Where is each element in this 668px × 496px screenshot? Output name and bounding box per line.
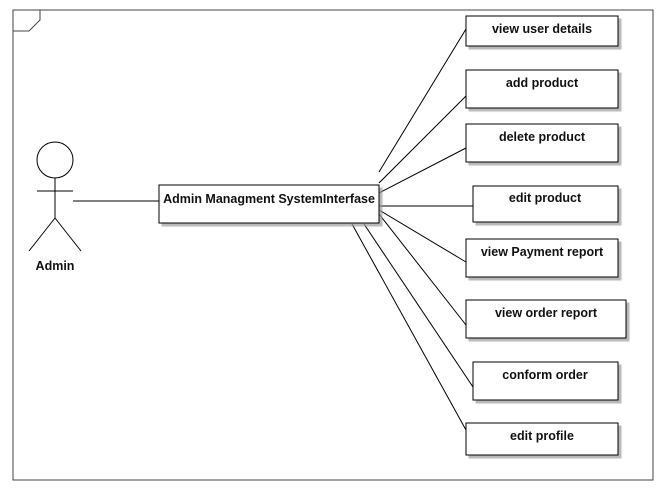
use-case-label: conform order — [502, 368, 588, 382]
line-system-to-conform-order — [363, 223, 474, 388]
use-case-label: view order report — [495, 306, 598, 320]
line-system-to-add-product — [378, 95, 467, 184]
use-case-label: edit product — [509, 191, 582, 205]
actor-label: Admin — [36, 259, 75, 273]
connectors — [73, 28, 474, 431]
use-case-label: view user details — [492, 22, 592, 36]
use-case-label: add product — [506, 76, 579, 90]
use-case-label: edit profile — [510, 429, 574, 443]
use-case-edit-profile[interactable]: edit profile — [465, 422, 619, 456]
use-case-add-product[interactable]: add product — [465, 69, 619, 109]
system-interface-label: Admin Managment SystemInterfase — [163, 192, 375, 206]
line-system-to-delete-product — [378, 147, 467, 194]
use-case-edit-product[interactable]: edit product — [472, 185, 619, 223]
actor-head — [36, 141, 74, 179]
line-system-to-edit-profile — [351, 223, 467, 431]
use-case-delete-product[interactable]: delete product — [465, 123, 619, 163]
use-case-view-order-report[interactable]: view order report — [465, 299, 627, 339]
actor-right-leg — [54, 217, 82, 252]
use-case-conform-order[interactable]: conform order — [472, 361, 619, 401]
actor-left-leg — [28, 217, 56, 252]
line-system-to-view-user-details — [378, 28, 467, 173]
line-system-to-view-payment-report — [378, 209, 467, 263]
use-case-label: delete product — [499, 130, 586, 144]
use-case-view-user-details[interactable]: view user details — [465, 15, 619, 47]
frame-corner-tab — [13, 10, 41, 32]
use-case-label: view Payment report — [481, 245, 604, 259]
system-interface-box[interactable]: Admin Managment SystemInterfase — [158, 184, 380, 224]
line-system-to-view-order-report — [378, 213, 467, 326]
actor-admin[interactable]: Admin — [28, 141, 82, 273]
use-case-view-payment-report[interactable]: view Payment report — [465, 238, 619, 278]
